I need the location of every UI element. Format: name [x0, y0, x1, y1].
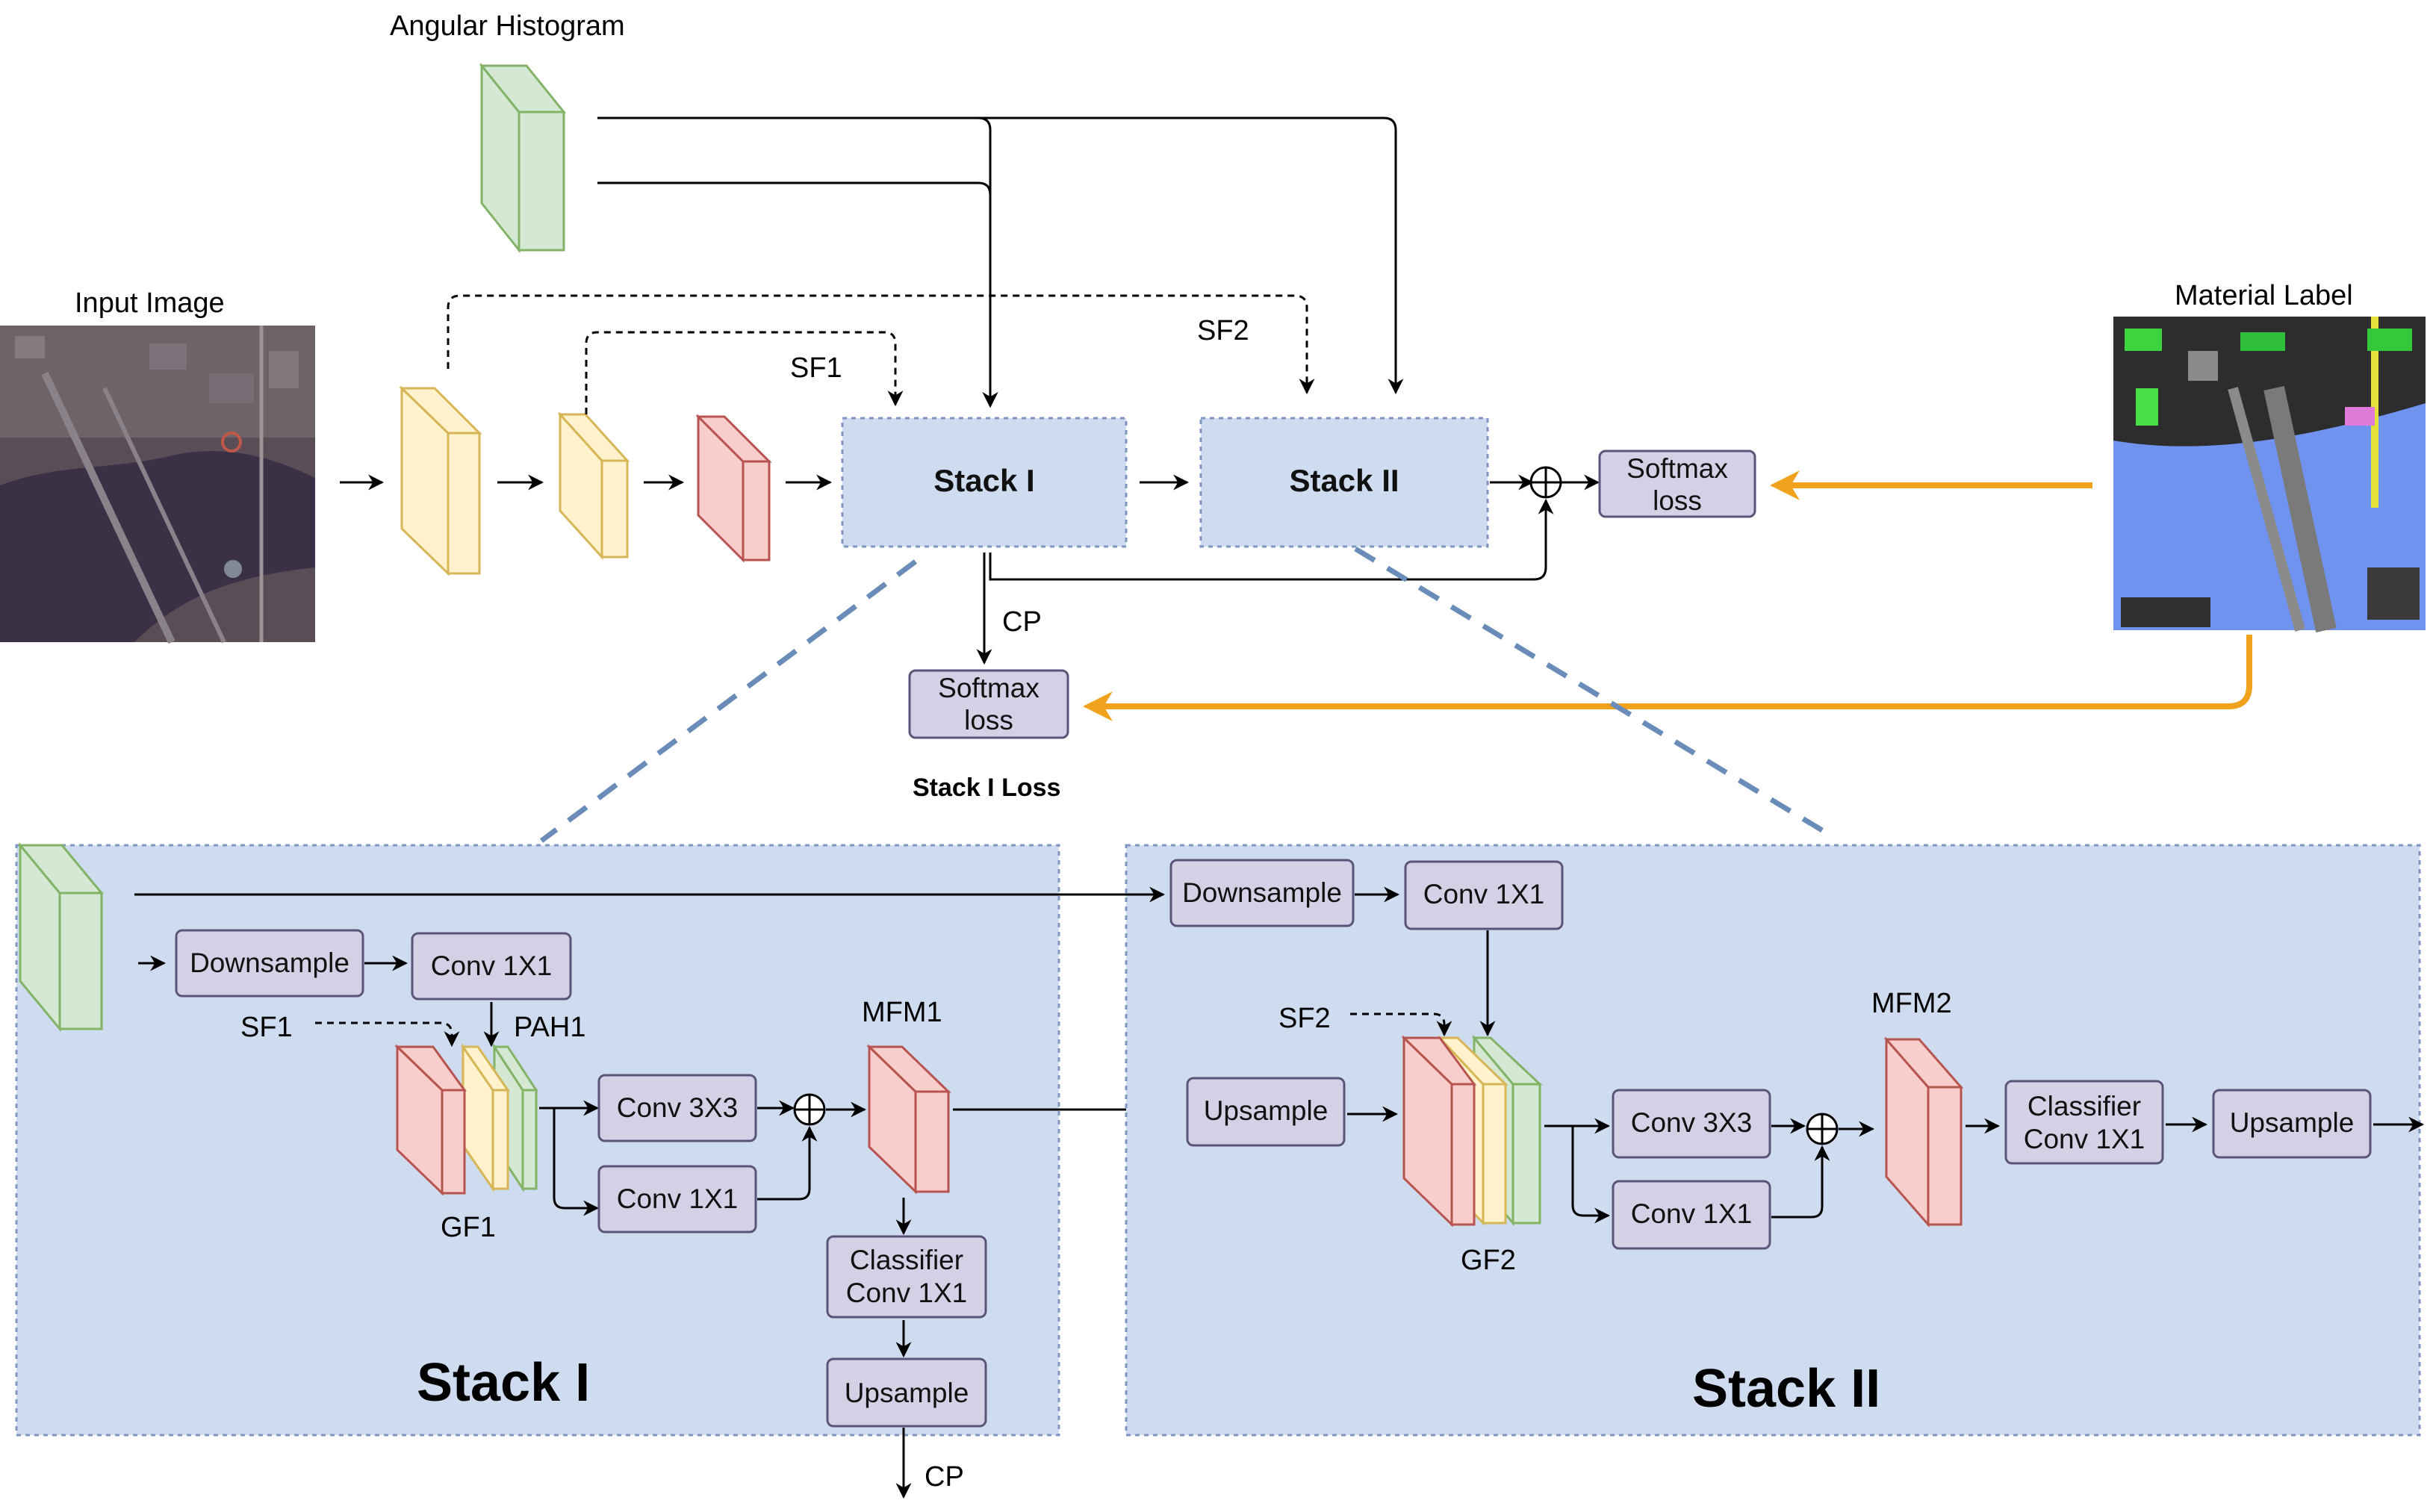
feature-block-2	[557, 411, 630, 560]
softmax-cp-box	[908, 669, 1069, 739]
sf1-label: SF1	[790, 352, 842, 384]
s1-conv1x1-a-label: Conv 1X1	[431, 951, 553, 981]
s1-conv3x3-label: Conv 3X3	[617, 1092, 739, 1123]
s1-downsample-label: Downsample	[190, 948, 349, 978]
softmax-main-line1: Softmax	[1626, 453, 1728, 484]
s1-conv1x1-b-box	[597, 1165, 757, 1233]
s2-upsample-out-box	[2212, 1089, 2372, 1159]
s1-conv1x1-b-label: Conv 1X1	[617, 1183, 739, 1214]
stack1-panel-title: Stack I	[417, 1353, 590, 1413]
s2-conv1x1-b-label: Conv 1X1	[1631, 1198, 1753, 1229]
pah1-label: PAH1	[514, 1012, 585, 1043]
s2-classifier-line2: Conv 1X1	[2024, 1124, 2145, 1154]
input-image-label: Input Image	[75, 287, 225, 319]
material-label-caption: Material Label	[2175, 280, 2353, 311]
s2-classifier-line1: Classifier	[2028, 1091, 2141, 1121]
angular-histogram-block	[479, 62, 567, 254]
s1-classifier-line2: Conv 1X1	[846, 1278, 968, 1308]
stack1-loss-label: Stack I Loss	[913, 774, 1060, 802]
s1-classifier-box	[826, 1235, 987, 1319]
stack2-panel-title: Stack II	[1692, 1359, 1880, 1419]
gf2-block	[1401, 1034, 1543, 1228]
mfm1-block	[866, 1044, 951, 1195]
s2-downsample-box	[1169, 859, 1355, 927]
gf1-block	[394, 1042, 538, 1196]
cp-bottom-label: CP	[925, 1461, 964, 1493]
mfm1-label: MFM1	[862, 997, 942, 1028]
s2-conv3x3-label: Conv 3X3	[1631, 1107, 1753, 1138]
s1-upsample-box	[826, 1357, 987, 1428]
s2-upsample-in-box	[1186, 1077, 1346, 1147]
s1-sf1-label: SF1	[240, 1012, 293, 1043]
s2-upsample-out-label: Upsample	[2230, 1107, 2355, 1138]
gf1-label: GF1	[441, 1212, 496, 1243]
angular-histogram-label: Angular Histogram	[390, 10, 625, 42]
angular-histogram-block-s1	[17, 841, 105, 1033]
cp-top-label: CP	[1002, 606, 1042, 638]
softmax-cp-line1: Softmax	[938, 673, 1040, 703]
s1-upsample-label: Upsample	[845, 1378, 969, 1408]
s2-sum-node	[1806, 1113, 1839, 1145]
sf2-label: SF2	[1197, 315, 1249, 346]
stack2-box-label: Stack II	[1289, 463, 1399, 498]
softmax-cp-line2: loss	[964, 705, 1013, 735]
softmax-main-line2: loss	[1653, 485, 1702, 516]
s1-sum-node	[793, 1093, 826, 1126]
feature-block-1	[399, 385, 482, 576]
s1-downsample-box	[175, 929, 364, 998]
feature-block-3	[695, 414, 772, 563]
s1-classifier-line1: Classifier	[850, 1245, 963, 1275]
mfm2-label: MFM2	[1871, 988, 1952, 1019]
s2-conv1x1-b-box	[1612, 1180, 1771, 1250]
s1-conv3x3-box	[597, 1074, 757, 1142]
s2-conv1x1-a-box	[1404, 860, 1564, 930]
s2-downsample-label: Downsample	[1182, 877, 1342, 908]
stack1-box-label: Stack I	[933, 463, 1034, 498]
s2-sf2-label: SF2	[1278, 1003, 1331, 1034]
input-image	[0, 326, 315, 644]
sum-node-top	[1529, 466, 1562, 499]
s1-conv1x1-a-box	[411, 932, 572, 1001]
s2-conv3x3-box	[1612, 1089, 1771, 1159]
stack1-box	[841, 417, 1128, 548]
mfm2-block	[1883, 1036, 1964, 1228]
softmax-main-box	[1598, 449, 1756, 518]
stack2-box	[1199, 417, 1489, 548]
s2-conv1x1-a-label: Conv 1X1	[1423, 879, 1545, 909]
s2-classifier-box	[2004, 1080, 2164, 1165]
s2-upsample-in-label: Upsample	[1204, 1095, 1329, 1126]
gf2-label: GF2	[1461, 1245, 1516, 1276]
material-label-image	[2113, 317, 2426, 632]
